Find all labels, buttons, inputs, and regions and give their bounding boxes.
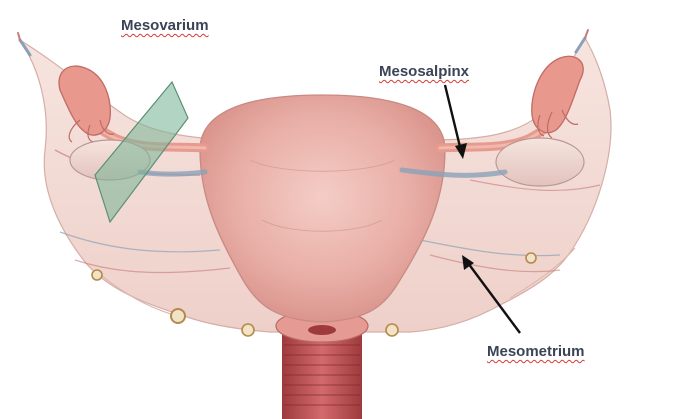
- mesosalpinx-arrow: [443, 84, 467, 159]
- label-mesometrium: Mesometrium: [487, 343, 585, 360]
- right-ovary: [495, 137, 585, 187]
- mesometrium-arrow: [462, 255, 521, 334]
- left-fimbriae: [58, 65, 111, 136]
- section-plane: [94, 80, 189, 224]
- label-mesovarium: Mesovarium: [121, 17, 209, 34]
- right-fimbriae: [531, 55, 584, 134]
- label-mesosalpinx: Mesosalpinx: [379, 63, 470, 80]
- uterus: [199, 94, 446, 323]
